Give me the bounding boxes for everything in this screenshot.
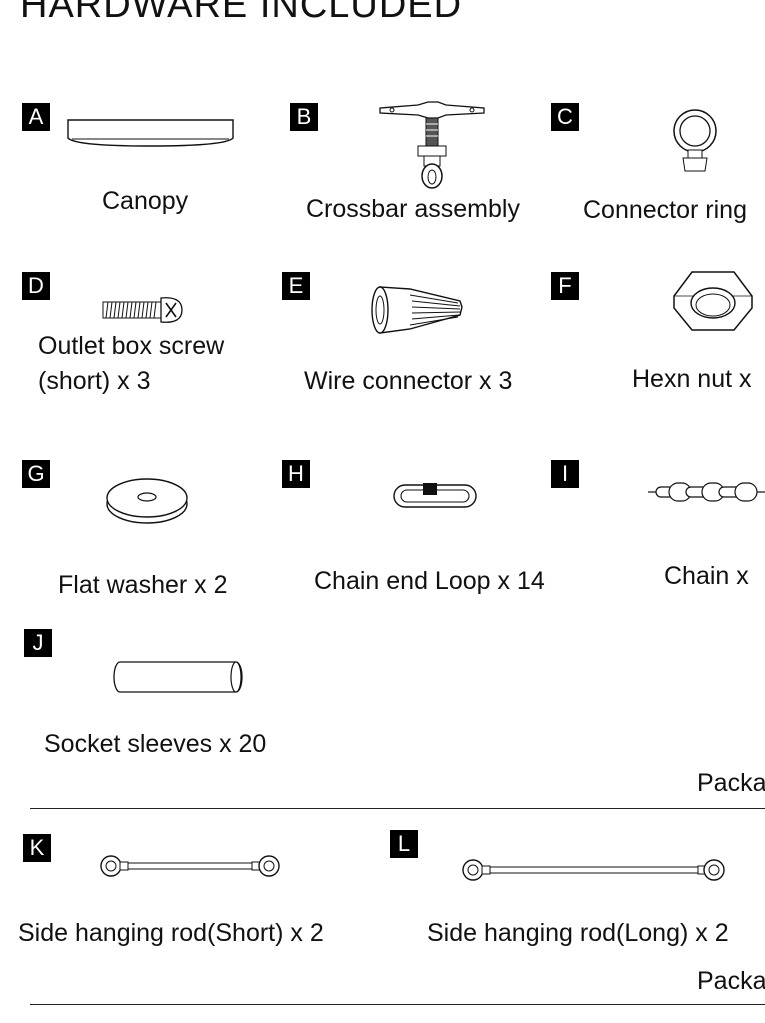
section-divider-2 bbox=[30, 1004, 765, 1005]
short-rod-icon bbox=[98, 852, 282, 880]
socket-sleeve-icon bbox=[112, 660, 244, 694]
item-letter-h: H bbox=[282, 460, 310, 488]
hex-nut-icon bbox=[672, 268, 754, 334]
item-letter-g: G bbox=[22, 460, 50, 488]
item-letter-b: B bbox=[290, 103, 318, 131]
long-rod-icon bbox=[460, 856, 728, 884]
item-label-b: Crossbar assembly bbox=[306, 195, 520, 223]
item-letter-i: I bbox=[551, 460, 579, 488]
package-label-2: Packa bbox=[697, 967, 765, 995]
chain-icon bbox=[648, 480, 765, 504]
screw-icon bbox=[100, 293, 186, 327]
item-letter-e: E bbox=[282, 272, 310, 300]
item-label-k: Side hanging rod(Short) x 2 bbox=[18, 919, 324, 947]
item-label-d-line1: Outlet box screw bbox=[38, 332, 225, 360]
item-letter-d: D bbox=[22, 272, 50, 300]
item-label-i: Chain x bbox=[664, 562, 749, 590]
item-label-l: Side hanging rod(Long) x 2 bbox=[427, 919, 729, 947]
item-letter-l: L bbox=[390, 830, 418, 858]
canopy-icon bbox=[66, 118, 236, 148]
package-label-1: Packa bbox=[697, 769, 765, 797]
item-label-c: Connector ring bbox=[583, 196, 747, 224]
item-label-h: Chain end Loop x 14 bbox=[314, 567, 545, 595]
wire-connector-icon bbox=[370, 283, 466, 339]
page-title: HARDWARE INCLUDED bbox=[20, 0, 463, 26]
washer-icon bbox=[104, 476, 190, 526]
connector-ring-icon bbox=[668, 107, 724, 173]
item-letter-k: K bbox=[23, 834, 51, 862]
item-label-j: Socket sleeves x 20 bbox=[44, 730, 267, 758]
item-label-f: Hexn nut x bbox=[632, 365, 752, 393]
item-label-g: Flat washer x 2 bbox=[58, 571, 228, 599]
chain-loop-icon bbox=[392, 483, 478, 511]
item-label-a: Canopy bbox=[102, 187, 189, 215]
item-letter-f: F bbox=[551, 272, 579, 300]
item-label-e: Wire connector x 3 bbox=[304, 367, 513, 395]
item-letter-c: C bbox=[551, 103, 579, 131]
item-letter-j: J bbox=[24, 629, 52, 657]
crossbar-icon bbox=[378, 100, 486, 192]
item-letter-a: A bbox=[22, 103, 50, 131]
section-divider-1 bbox=[30, 808, 765, 809]
item-label-d-line2: (short) x 3 bbox=[38, 367, 151, 395]
